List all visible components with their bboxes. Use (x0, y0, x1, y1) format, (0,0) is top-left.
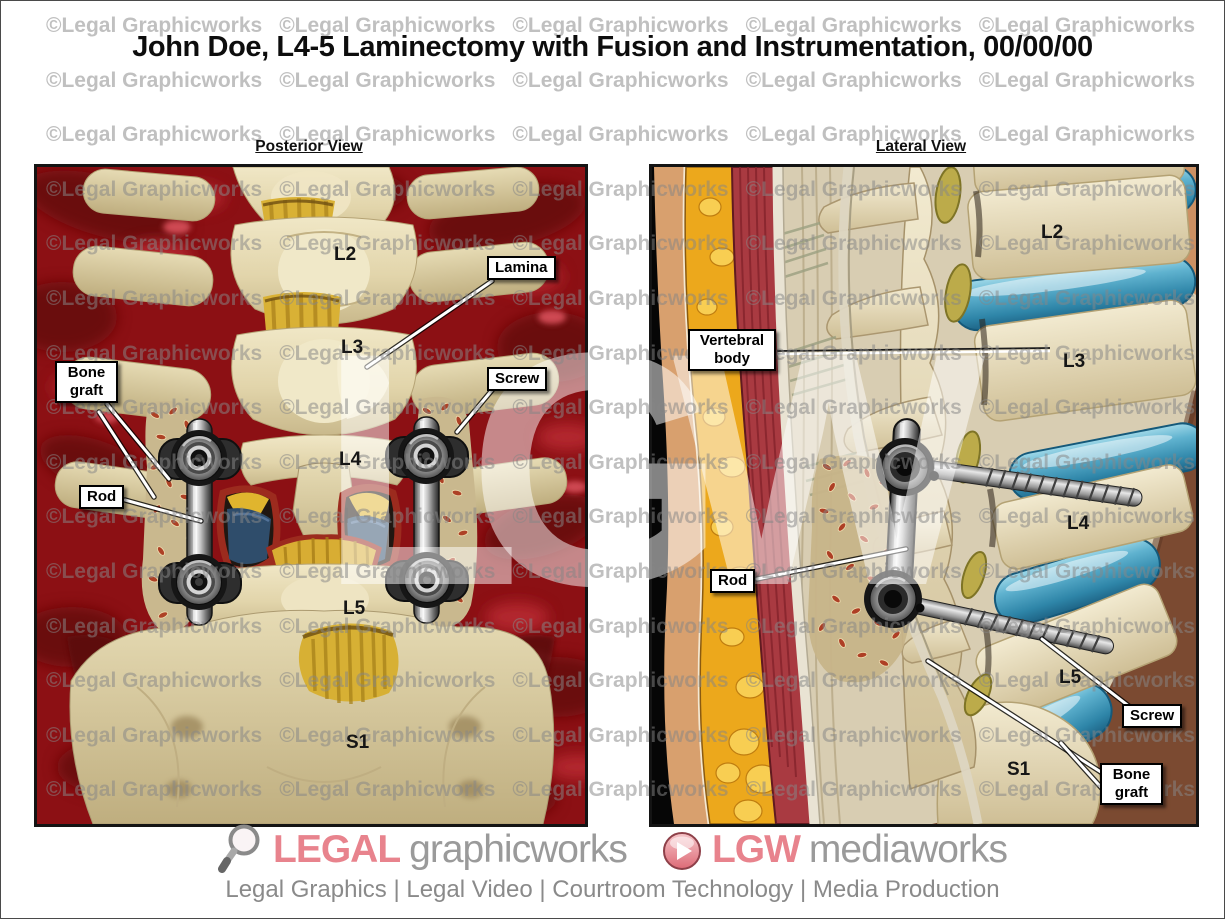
level-marker-l2: L2 (334, 244, 357, 265)
level-marker-l2-lateral: L2 (1041, 222, 1064, 243)
screw-head (397, 550, 457, 610)
screw-head (169, 428, 229, 488)
brand-legal: LEGAL (273, 828, 401, 871)
vertebra-l2 (72, 216, 550, 325)
laminectomy-defect (216, 484, 402, 586)
level-marker-l5: L5 (343, 598, 366, 619)
page-title: John Doe, L4-5 Laminectomy with Fusion a… (132, 31, 1093, 64)
watermark-text: ©Legal Graphicworks (46, 68, 263, 92)
level-marker-l5-lateral: L5 (1059, 667, 1082, 688)
vertebral-bodies (936, 167, 1196, 824)
level-marker-l4-lateral: L4 (1067, 513, 1090, 534)
watermark-text: ©Legal Graphicworks (279, 68, 496, 92)
sacrum (936, 701, 1102, 824)
label-vertebral-body: Vertebral body (688, 329, 776, 371)
sacrum (67, 609, 555, 824)
sacral-foramina (166, 716, 484, 798)
brand-graphicworks: graphicworks (409, 828, 628, 871)
brand-lgw: LGW (711, 828, 801, 871)
leader-lines (754, 347, 1137, 797)
label-bone-graft-posterior: Bone graft (55, 361, 118, 403)
label-bone-graft-lateral: Bone graft (1100, 763, 1163, 805)
leader-lines (96, 278, 496, 524)
pedicle-screw-rod-construct-right (385, 416, 469, 624)
screw-head (874, 436, 936, 498)
watermark-text: ©Legal Graphicworks (978, 123, 1196, 147)
lateral-view-panel (649, 164, 1199, 827)
fascia-layer (772, 167, 821, 824)
brand-mediaworks: mediaworks (808, 828, 1008, 871)
level-marker-l3-lateral: L3 (1063, 351, 1086, 372)
level-marker-l4: L4 (339, 449, 362, 470)
screw-head (169, 552, 229, 612)
vertebral-body-l2 (967, 174, 1191, 281)
level-marker-s1: S1 (346, 732, 370, 753)
watermark-text: ©Legal Graphicworks (46, 123, 263, 147)
screw-head (396, 426, 456, 486)
skin-layer (654, 167, 710, 824)
watermark-text: ©Legal Graphicworks (512, 68, 729, 92)
label-screw-posterior: Screw (487, 367, 548, 391)
label-screw-lateral: Screw (1122, 704, 1183, 728)
footer: LEGAL graphicworks LGW mediaworks Legal … (1, 821, 1224, 904)
screw-head (862, 568, 924, 630)
watermark-text: ©Legal Graphicworks (512, 123, 729, 147)
label-lamina: Lamina (487, 256, 556, 280)
watermark-text: ©Legal Graphicworks (978, 68, 1196, 92)
magnifier-icon (218, 824, 260, 873)
footer-tagline: Legal Graphics | Legal Video | Courtroom… (225, 876, 1000, 903)
level-marker-s1-lateral: S1 (1007, 759, 1031, 780)
lateral-view-label: Lateral View (875, 138, 967, 155)
lateral-spine-illustration (652, 167, 1196, 824)
pedicle-screw-rod-construct (862, 418, 1143, 655)
vertebral-body-l3 (973, 299, 1196, 422)
label-rod-posterior: Rod (79, 485, 125, 509)
watermark-text: ©Legal Graphicworks (745, 68, 962, 92)
muscle-striations (739, 167, 797, 778)
brand-line: LEGAL graphicworks LGW mediaworks (1, 821, 1224, 873)
label-rod-lateral: Rod (710, 569, 756, 593)
dura-left (227, 508, 271, 564)
level-marker-l3: L3 (341, 337, 364, 358)
posterior-view-label: Posterior View (255, 138, 363, 155)
play-icon (662, 832, 701, 870)
pedicle-screw-l4 (913, 458, 1143, 507)
